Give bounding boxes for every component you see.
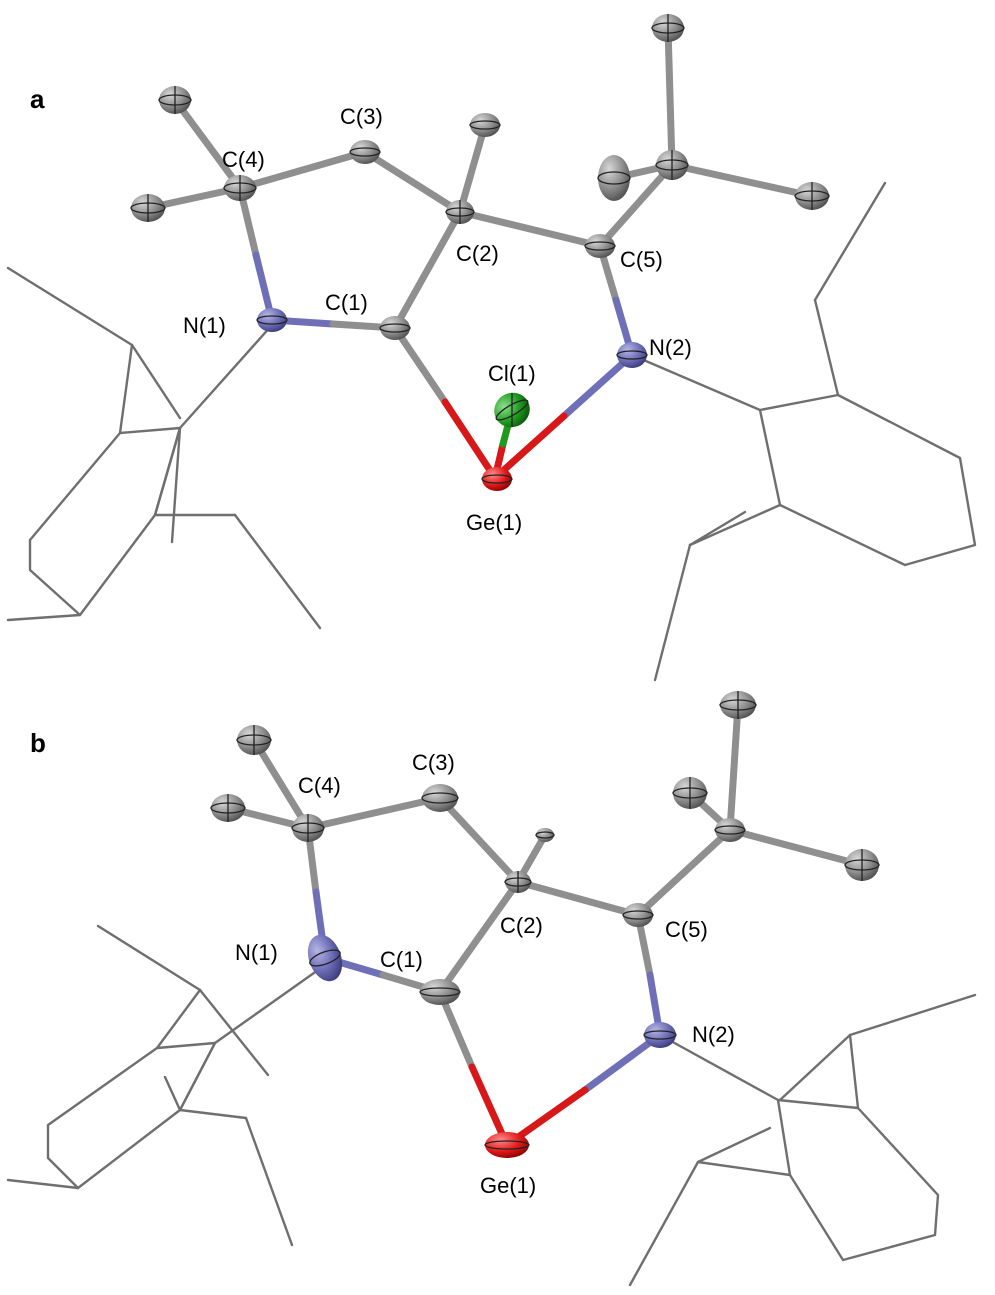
atom-methyl-b1 xyxy=(236,725,272,755)
label-ge1-a: Ge(1) xyxy=(466,510,522,535)
atom-methyl-a3 xyxy=(469,113,501,137)
atom-methyl-a4 xyxy=(651,14,685,42)
label-c2-a: C(2) xyxy=(456,241,499,266)
atom-methyl-b4 xyxy=(719,691,757,719)
bonds-a xyxy=(144,24,816,482)
atom-c3-b xyxy=(421,784,459,812)
atoms-a xyxy=(130,14,830,491)
label-cl1-a: Cl(1) xyxy=(488,361,536,386)
atom-methyl-a2 xyxy=(130,194,166,222)
panel-letter-a: a xyxy=(30,84,45,114)
label-c4-b: C(4) xyxy=(298,773,341,798)
label-ge1-b: Ge(1) xyxy=(480,1173,536,1198)
label-c2-b: C(2) xyxy=(500,913,543,938)
atom-n1-a xyxy=(256,308,288,332)
aryl-right-wireframe-a xyxy=(630,181,977,682)
atom-c2-a xyxy=(445,200,475,224)
bonds-b xyxy=(224,701,866,1149)
atom-ge1-b xyxy=(484,1132,530,1158)
atom-labels-b: C(4) C(3) C(2) C(5) N(1) C(1) N(2) Ge(1) xyxy=(235,750,735,1198)
atom-tbu-center-a xyxy=(655,150,689,180)
label-c5-b: C(5) xyxy=(665,917,708,942)
label-n1-a: N(1) xyxy=(183,313,226,338)
atom-c5-b xyxy=(622,903,654,927)
atom-tbu-center-b xyxy=(714,818,746,842)
atom-labels-a: C(4) C(3) C(2) C(5) N(1) C(1) N(2) Cl(1)… xyxy=(183,104,692,535)
atom-n2-b xyxy=(643,1022,677,1048)
atom-c2-b xyxy=(504,871,532,893)
aryl-right-wireframe-b xyxy=(628,993,977,1287)
atom-cl1-a xyxy=(494,392,530,428)
atom-methyl-b3 xyxy=(535,828,555,842)
atom-n2-a xyxy=(616,342,648,368)
label-n1-b: N(1) xyxy=(235,940,278,965)
atom-methyl-b6 xyxy=(844,849,880,881)
label-c1-a: C(1) xyxy=(325,290,368,315)
panel-b: b xyxy=(6,691,977,1287)
aryl-left-wireframe-b xyxy=(6,924,330,1247)
label-c3-a: C(3) xyxy=(340,104,383,129)
atom-methyl-a5 xyxy=(597,155,631,201)
panel-letter-b: b xyxy=(30,728,46,758)
panel-a: a xyxy=(6,14,977,682)
atom-ge1-a xyxy=(481,467,513,491)
label-c5-a: C(5) xyxy=(620,247,663,272)
aryl-left-wireframe-a xyxy=(6,266,322,630)
atom-methyl-b2 xyxy=(210,794,246,822)
label-n2-b: N(2) xyxy=(692,1022,735,1047)
atom-methyl-a6 xyxy=(794,182,830,210)
atom-methyl-b5 xyxy=(672,777,708,809)
label-c4-a: C(4) xyxy=(222,147,265,172)
label-c3-b: C(3) xyxy=(412,750,455,775)
atom-n1-b xyxy=(307,934,343,982)
atoms-b xyxy=(210,691,880,1158)
atom-c4-a xyxy=(223,175,257,201)
label-n2-a: N(2) xyxy=(649,335,692,360)
label-c1-b: C(1) xyxy=(380,947,423,972)
atom-c1-a xyxy=(379,316,411,340)
atom-c3-a xyxy=(349,140,381,164)
atom-methyl-a1 xyxy=(158,86,192,114)
atom-c5-a xyxy=(584,234,616,258)
atom-c1-b xyxy=(419,979,461,1005)
atom-c4-b xyxy=(291,814,325,842)
